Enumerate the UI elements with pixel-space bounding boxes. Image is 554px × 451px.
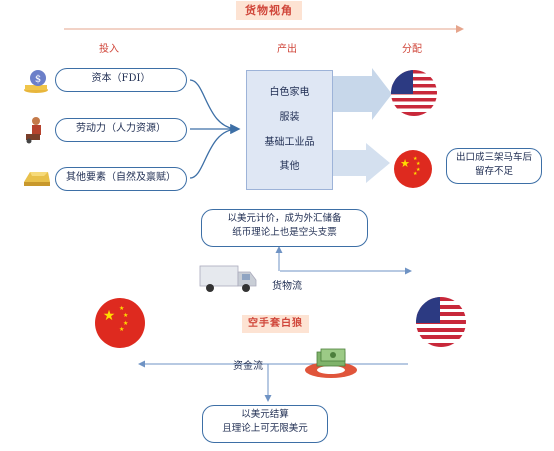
input-capital: 资本（FDI）	[55, 68, 187, 92]
svg-text:★: ★	[416, 167, 421, 173]
center-label: 空手套白狼	[242, 315, 309, 333]
worker-icon	[22, 116, 52, 144]
china-flag-icon: ★ ★ ★ ★ ★	[394, 150, 432, 188]
column-distribution: 分配	[402, 44, 422, 55]
svg-text:★: ★	[119, 305, 124, 312]
top-axis-arrow	[64, 25, 464, 33]
products-box: 白色家电 服装 基础工业品 其他	[246, 70, 333, 190]
china-retention-note: 出口成三架马车后 留存不足	[446, 148, 542, 184]
product-industrial: 基础工业品	[264, 137, 315, 148]
china-flag-large-icon: ★ ★ ★ ★ ★	[95, 298, 145, 348]
svg-text:★: ★	[123, 312, 128, 319]
us-flag-large-icon	[416, 297, 466, 347]
column-output: 产出	[277, 44, 297, 55]
gold-bar-icon	[22, 166, 52, 188]
goods-flow-label: 货物流	[272, 281, 302, 292]
money-bag-icon: $	[22, 68, 52, 94]
product-appliances: 白色家电	[269, 87, 310, 98]
goods-note: 以美元计价，成为外汇储备 纸币理论上也是空头支票	[201, 209, 368, 247]
input-labor: 劳动力（人力资源）	[55, 118, 187, 142]
svg-text:★: ★	[103, 308, 116, 324]
svg-text:★: ★	[119, 326, 124, 333]
money-flow-label: 资金流	[233, 361, 263, 372]
product-clothing: 服装	[279, 112, 300, 123]
svg-text:★: ★	[413, 171, 418, 177]
money-lifebuoy-icon	[303, 346, 359, 380]
column-input: 投入	[99, 44, 119, 55]
page-title: 货物视角	[236, 1, 302, 20]
svg-text:★: ★	[413, 156, 418, 162]
product-other: 其他	[279, 161, 300, 172]
truck-icon	[198, 262, 260, 294]
us-flag-icon	[391, 70, 437, 116]
svg-text:★: ★	[123, 320, 128, 327]
money-note: 以美元结算 且理论上可无限美元	[202, 405, 328, 443]
svg-text:$: $	[35, 74, 41, 85]
input-natural: 其他要素（自然及禀赋）	[55, 167, 187, 191]
svg-text:★: ★	[416, 161, 421, 167]
svg-text:★: ★	[400, 157, 410, 170]
